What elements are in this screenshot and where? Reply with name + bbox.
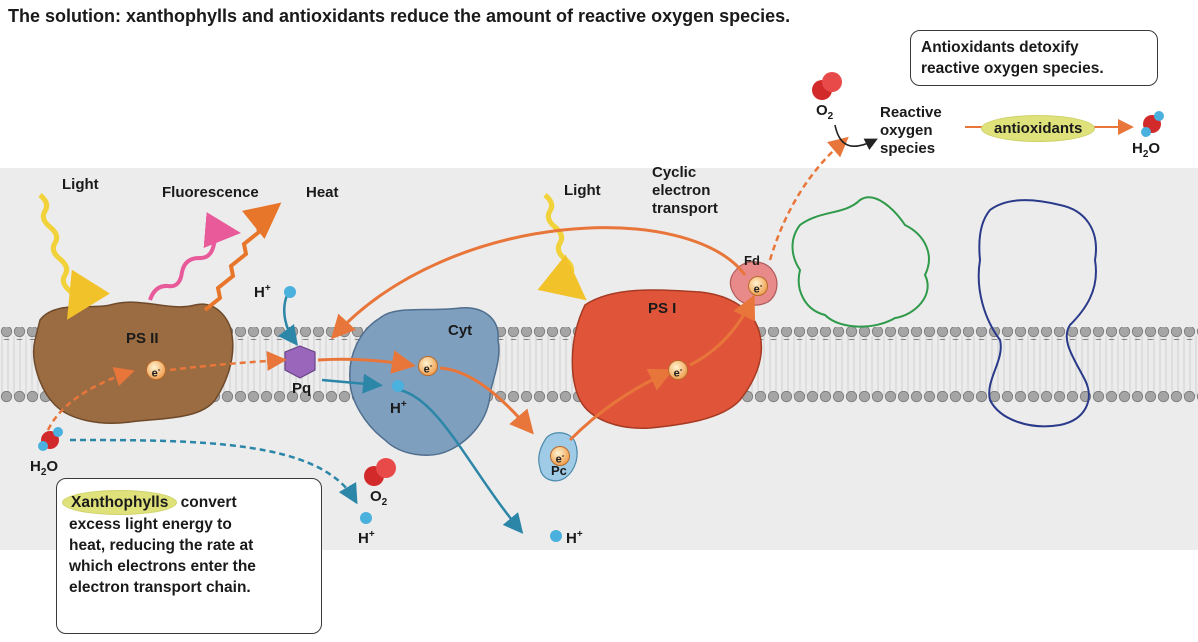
proton-icon-2: [392, 380, 404, 392]
electron-icon-ps2: e-: [146, 360, 166, 380]
o2-to-ros-arrow: [834, 124, 878, 151]
light-wave-icon-left: [38, 193, 110, 320]
label-light-right: Light: [564, 182, 601, 199]
xanthophylls-callout-line-1: Xanthophylls convert: [63, 491, 309, 514]
xanthophylls-callout: Xanthophylls convert excess light energy…: [56, 478, 322, 634]
electron-icon-pc: e-: [550, 446, 570, 466]
electron-path-pc-to-ps1: [568, 368, 674, 442]
cyclic-electron-transport-arrow: [330, 226, 747, 340]
label-light-left: Light: [62, 176, 99, 193]
label-pc: Pc: [551, 463, 567, 478]
label-h-plus-1: H+: [254, 283, 271, 301]
label-cyt: Cyt: [448, 322, 473, 339]
atp-synthase-outline-green: [791, 196, 930, 328]
electron-path-cyt-to-pc: [439, 366, 534, 435]
proton-arrow-to-lumen: [399, 388, 524, 534]
label-ps1: PS I: [648, 300, 677, 317]
oxygen-molecule-icon-top: [812, 72, 842, 100]
electron-icon-cyt: e-: [418, 356, 438, 376]
label-h2o-left: H2O: [30, 458, 59, 478]
water-split-dashed-arrow: [69, 438, 358, 505]
cyclic-line-3: transport: [652, 200, 718, 217]
label-h-plus-2: H+: [390, 399, 407, 417]
label-o2-top: O2: [816, 102, 834, 122]
label-o2-bottom: O2: [370, 488, 388, 508]
photosystem-1: [571, 289, 763, 429]
fd-to-reactive-oxygen-dashed: [768, 136, 849, 261]
reactive-line-2: oxygen: [880, 122, 933, 139]
cyclic-line-1: Cyclic: [652, 164, 697, 181]
label-fd: Fd: [744, 253, 760, 268]
water-molecule-icon-left: [38, 427, 63, 451]
proton-arrow-pq-to-cyt: [321, 373, 383, 394]
label-heat: Heat: [306, 184, 339, 201]
proton-icon-1: [284, 286, 296, 298]
electron-icon-ps1: e-: [668, 360, 688, 380]
xanthophylls-callout-line-5: electron transport chain.: [69, 579, 251, 596]
cytochrome-complex: [349, 307, 500, 456]
label-h2o-right: H2O: [1132, 140, 1161, 160]
xanthophylls-callout-line-2: excess light energy to: [69, 516, 232, 533]
photosystem-2: [33, 301, 234, 424]
antioxidants-callout-line-1: Antioxidants detoxify: [921, 39, 1079, 56]
xanthophylls-callout-line-3: heat, reducing the rate at: [69, 537, 254, 554]
label-reactive-oxygen: Reactive oxygen species: [880, 104, 942, 158]
electron-icon-fd: e-: [748, 276, 768, 296]
label-pq: Pq: [292, 380, 312, 397]
antioxidants-callout: Antioxidants detoxify reactive oxygen sp…: [910, 30, 1158, 86]
label-antioxidants: antioxidants: [982, 116, 1095, 141]
electron-path-water-to-ps2: [46, 367, 135, 431]
reactive-line-1: Reactive: [880, 104, 942, 121]
xanthophylls-callout-line-4: which electrons enter the: [69, 558, 256, 575]
water-molecule-icon-right: [1141, 111, 1164, 137]
label-fluorescence: Fluorescence: [162, 184, 259, 201]
label-h-plus-4: H+: [566, 529, 583, 547]
electron-path-ps1-to-fd: [689, 294, 756, 367]
electron-path-pq-to-cyt: [317, 350, 416, 374]
label-h-plus-3: H+: [358, 529, 375, 547]
heat-zigzag-icon: [203, 202, 282, 312]
label-cyclic: Cyclic electron transport: [652, 164, 718, 218]
atp-synthase-outline-blue: [977, 199, 1097, 428]
light-wave-icon-right: [537, 193, 587, 301]
cyclic-line-2: electron: [652, 182, 711, 199]
antioxidants-callout-line-2: reactive oxygen species.: [921, 60, 1104, 77]
label-ps2: PS II: [126, 330, 159, 347]
xanthophylls-highlight: Xanthophylls: [63, 491, 177, 514]
figure-title: The solution: xanthophylls and antioxida…: [8, 6, 791, 26]
fluorescence-wave-icon: [148, 212, 241, 301]
proton-arrow-into-pq: [278, 292, 298, 347]
oxygen-molecule-icon-bottom: [364, 458, 396, 486]
proton-icon-4: [550, 530, 562, 542]
proton-icon-3: [360, 512, 372, 524]
electron-path-ps2-to-pq: [169, 350, 287, 372]
reactive-line-3: species: [880, 140, 936, 157]
